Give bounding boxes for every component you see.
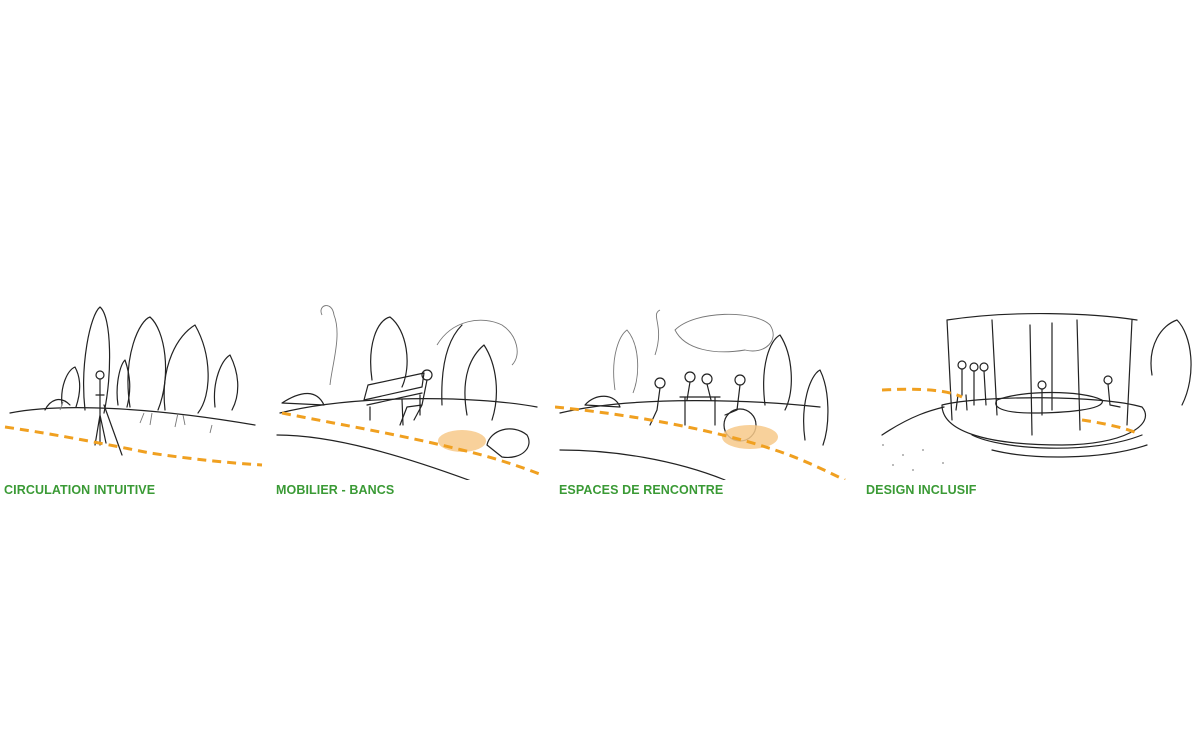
sketch-bancs [276,305,543,480]
panel-label: ESPACES DE RENCONTRE [559,483,724,497]
panel-label: MOBILIER - BANCS [276,483,395,497]
sketch-circulation [4,306,263,467]
panel-label: CIRCULATION INTUITIVE [4,483,156,497]
panel-design-inclusif: DESIGN INCLUSIF [862,295,1200,510]
panel-espaces-de-rencontre: ESPACES DE RENCONTRE [555,295,850,510]
panel-circulation-intuitive: CIRCULATION INTUITIVE [0,295,270,510]
sketch-rencontre [555,309,846,480]
panel-mobilier-bancs: MOBILIER - BANCS [272,295,552,510]
panel-label: DESIGN INCLUSIF [866,483,977,497]
sketch-inclusif [881,312,1192,471]
